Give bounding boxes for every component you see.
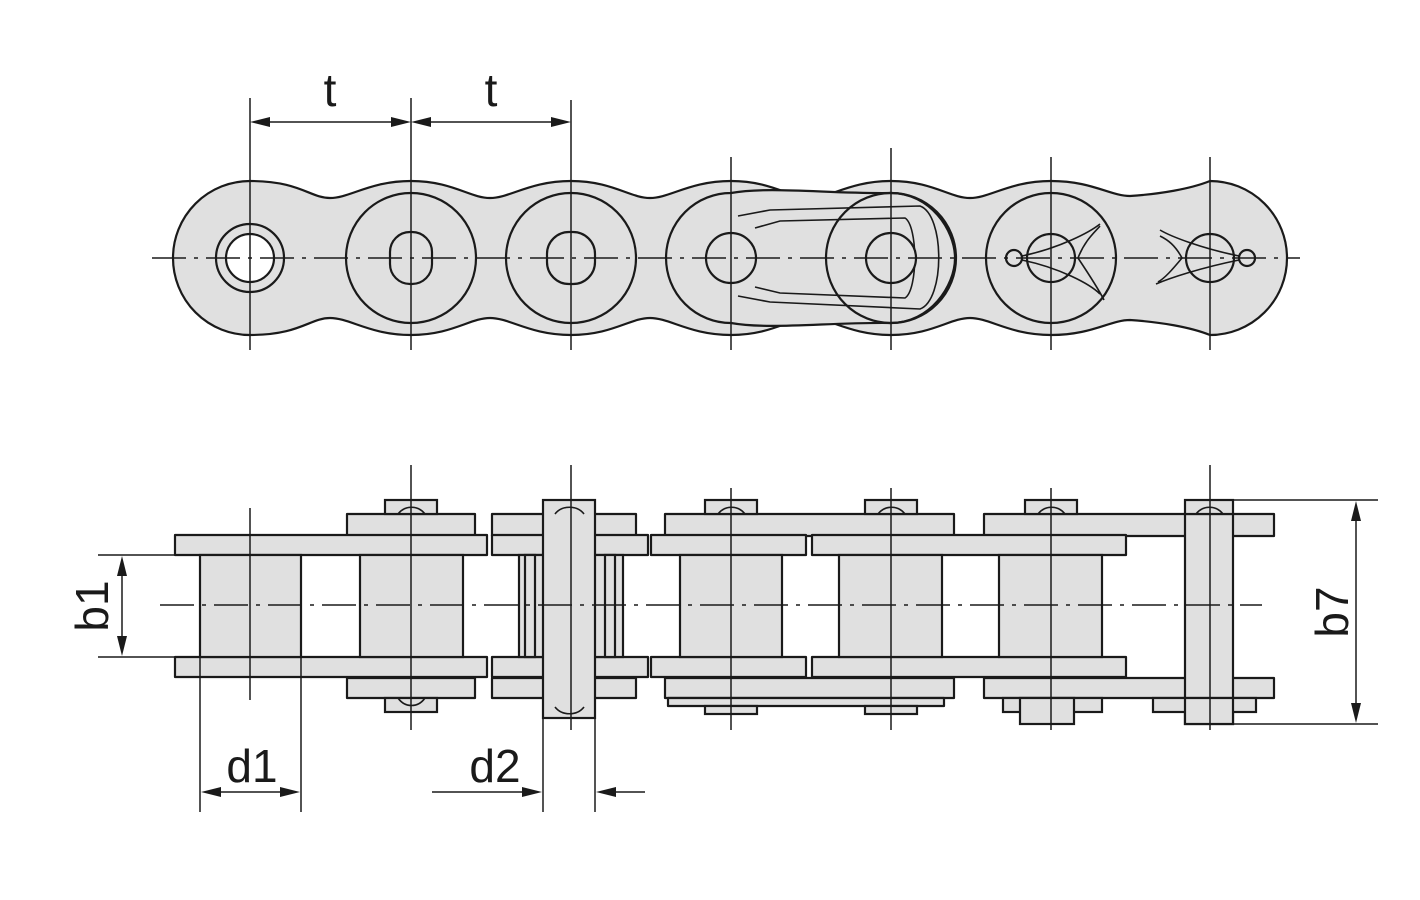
overall-width-dimension: b7 xyxy=(1233,499,1378,725)
inner-plate xyxy=(173,655,489,679)
inner-plate xyxy=(173,533,489,557)
inner-plate xyxy=(810,533,1128,557)
pitch-dimension-right: t xyxy=(411,64,571,127)
inner-plate xyxy=(649,533,808,557)
side-view: b1 b7 d1 d2 xyxy=(66,465,1378,812)
pitch-dimension-left: t xyxy=(250,64,411,127)
pin-diameter-dimension: d2 xyxy=(432,718,645,812)
overall-width-label: b7 xyxy=(1306,586,1358,637)
pitch-label-right: t xyxy=(485,64,498,116)
inner-width-dimension: b1 xyxy=(66,554,200,658)
pitch-label-left: t xyxy=(324,64,337,116)
cotter-end xyxy=(1018,696,1076,726)
roller-diameter-dimension: d1 xyxy=(199,657,302,812)
cotter-pin xyxy=(1021,223,1105,301)
pin-diameter-label: d2 xyxy=(469,740,520,792)
pin-end-curve xyxy=(554,506,585,515)
cotter-end xyxy=(1183,696,1235,726)
roller-diameter-label: d1 xyxy=(226,740,277,792)
pin-end-curve xyxy=(554,706,585,715)
outer-plate xyxy=(663,676,956,700)
connecting-pin xyxy=(541,498,597,720)
outer-plate xyxy=(663,512,956,538)
inner-plate xyxy=(810,655,1128,679)
top-view: t t xyxy=(152,64,1300,350)
outer-plate-edge xyxy=(666,696,946,708)
inner-plate xyxy=(649,655,808,679)
inner-width-label: b1 xyxy=(66,580,118,631)
roller-edge xyxy=(523,553,537,659)
cotter-pin xyxy=(1155,229,1240,285)
roller-edge xyxy=(603,553,617,659)
pin-end xyxy=(1183,512,1235,726)
